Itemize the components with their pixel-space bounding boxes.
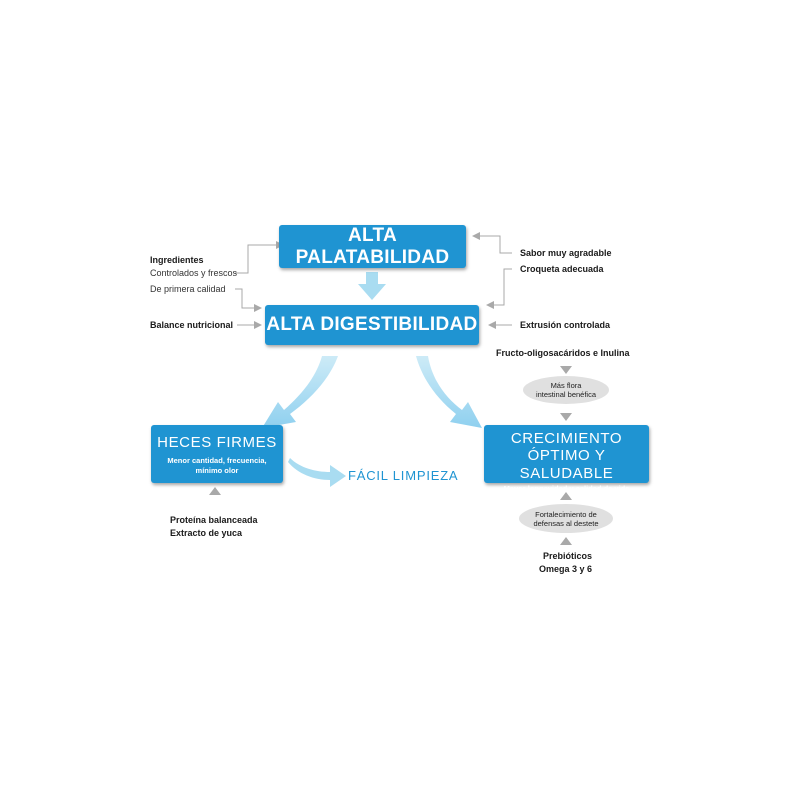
proteina-label: Proteína balanceada — [170, 515, 258, 525]
defensas-line-1: Fortalecimiento de — [535, 509, 597, 519]
heces-firmes-subtitle-1: Menor cantidad, frecuencia, — [167, 456, 267, 465]
sabor-label: Sabor muy agradable — [520, 248, 612, 258]
left-connectors — [235, 244, 278, 326]
omega-label: Omega 3 y 6 — [539, 564, 593, 574]
yuca-label: Extracto de yuca — [170, 528, 243, 538]
alta-digestibilidad-label: ALTA DIGESTIBILIDAD — [266, 314, 478, 335]
heces-firmes-subtitle-2: mínimo olor — [195, 465, 239, 475]
alta-palatabilidad-box: ALTA PALATABILIDAD — [279, 225, 466, 268]
controlados-label: Controlados y frescos — [150, 268, 238, 278]
alta-palatabilidad-label: ALTA PALATABILIDAD — [295, 224, 450, 268]
heces-firmes-title: HECES FIRMES — [157, 434, 277, 451]
facil-limpieza-label: FÁCIL LIMPIEZA — [348, 468, 459, 483]
flow-arrow-to-heces — [262, 356, 338, 428]
extrusion-label: Extrusión controlada — [520, 320, 611, 330]
right-chain-arrows — [209, 366, 572, 545]
alta-digestibilidad-box: ALTA DIGESTIBILIDAD — [265, 305, 479, 345]
primera-calidad-label: De primera calidad — [150, 284, 226, 294]
flora-line-2: intestinal benéfica — [535, 390, 597, 399]
crecimiento-box: CRECIMIENTO ÓPTIMO Y SALUDABLE Mayor lon… — [484, 425, 649, 493]
crecimiento-title-2: ÓPTIMO Y SALUDABLE — [519, 447, 614, 482]
flow-arrow-palat-to-digest — [358, 272, 386, 300]
croqueta-label: Croqueta adecuada — [520, 264, 604, 274]
flora-ellipse: Más flora intestinal benéfica — [523, 376, 609, 404]
crecimiento-title-1: CRECIMIENTO — [510, 430, 623, 447]
right-connectors — [478, 235, 512, 326]
crecimiento-subtitle: Mayor longevidad y calidad de vida — [503, 483, 630, 493]
heces-firmes-box: HECES FIRMES Menor cantidad, frecuencia,… — [151, 425, 283, 483]
ingredientes-label: Ingredientes — [150, 255, 204, 265]
prebioticos-label: Prebióticos — [543, 551, 593, 561]
fructo-label: Fructo-oligosacáridos e Inulina — [496, 348, 630, 358]
flow-arrow-to-facil-limpieza — [288, 458, 346, 487]
defensas-line-2: defensas al destete — [533, 518, 599, 528]
flow-arrow-to-crecimiento — [416, 356, 482, 428]
balance-label: Balance nutricional — [150, 320, 234, 330]
defensas-ellipse: Fortalecimiento de defensas al destete — [519, 504, 613, 533]
flora-line-1: Más flora — [550, 381, 582, 390]
